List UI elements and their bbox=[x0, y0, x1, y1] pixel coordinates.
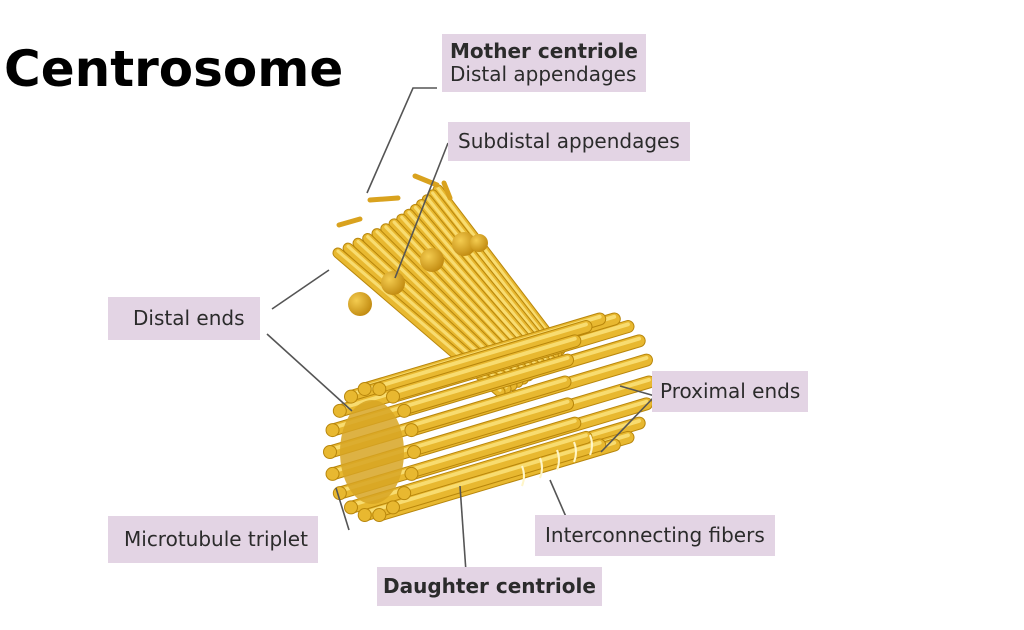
leader-microtubule bbox=[335, 487, 350, 531]
microtubule-highlight bbox=[349, 322, 588, 397]
microtubule-highlight bbox=[419, 201, 552, 360]
page-title: Centrosome bbox=[4, 40, 344, 98]
leader-distal-ends-lower bbox=[266, 333, 353, 412]
subdistal-appendages-graphic bbox=[348, 232, 488, 316]
microtubule-highlight bbox=[436, 186, 562, 350]
microtubule-end bbox=[332, 403, 347, 418]
appendage-ball bbox=[420, 248, 444, 272]
microtubule-end bbox=[372, 508, 387, 523]
appendage-ball bbox=[470, 234, 488, 252]
microtubule-end bbox=[397, 486, 412, 501]
microtubule-end bbox=[404, 423, 419, 438]
label-subdistal-appendages: Subdistal appendages bbox=[448, 122, 690, 161]
leader-proximal-lower bbox=[600, 395, 656, 453]
label-mother-centriole: Mother centriole Distal appendages bbox=[442, 34, 646, 92]
microtubule-end bbox=[325, 466, 340, 481]
distal-appendages-label: Distal appendages bbox=[450, 62, 637, 86]
label-interconnecting-fibers: Interconnecting fibers bbox=[535, 515, 775, 556]
microtubule-highlight bbox=[337, 336, 577, 411]
leader-distal-ends-upper bbox=[271, 269, 330, 310]
distal-appendages-graphic bbox=[336, 173, 453, 228]
label-daughter-centriole: Daughter centriole bbox=[377, 567, 602, 606]
microtubule-end bbox=[344, 500, 358, 515]
label-proximal-ends: Proximal ends bbox=[652, 371, 809, 412]
microtubule bbox=[334, 335, 581, 417]
microtubule-end bbox=[386, 500, 400, 515]
centriole-lumen bbox=[340, 400, 404, 504]
microtubule bbox=[359, 439, 606, 521]
microtubule-end bbox=[372, 381, 387, 396]
microtubule bbox=[345, 321, 592, 403]
appendage-ball bbox=[348, 292, 372, 316]
leader-lines bbox=[266, 87, 656, 573]
label-microtubule-triplet: Microtubule triplet bbox=[108, 516, 318, 563]
daughter-centriole bbox=[323, 312, 656, 523]
leader-subdistal-appendages bbox=[394, 142, 449, 279]
leader-daughter bbox=[459, 485, 467, 573]
microtubule-end bbox=[386, 389, 400, 404]
microtubule-end bbox=[325, 423, 340, 438]
microtubule-end bbox=[357, 508, 372, 523]
appendage-ball bbox=[381, 271, 405, 295]
microtubule-highlight bbox=[431, 191, 559, 354]
leader-distal-appendages bbox=[366, 87, 437, 194]
leader-proximal-upper bbox=[619, 385, 656, 397]
microtubule-end bbox=[344, 389, 358, 404]
microtubule-end bbox=[407, 445, 421, 459]
appendage-ball bbox=[452, 232, 476, 256]
microtubule-highlight bbox=[425, 196, 556, 357]
microtubule-end bbox=[397, 403, 412, 418]
label-distal-ends: Distal ends bbox=[108, 297, 261, 340]
microtubule-highlight bbox=[362, 440, 602, 515]
microtubule-end bbox=[323, 445, 337, 459]
microtubule-end bbox=[357, 381, 372, 396]
mother-centriole-label: Mother centriole bbox=[450, 39, 638, 63]
microtubule bbox=[345, 431, 592, 513]
microtubule-end bbox=[404, 466, 419, 481]
interconnecting-fibers-graphic bbox=[521, 434, 593, 487]
